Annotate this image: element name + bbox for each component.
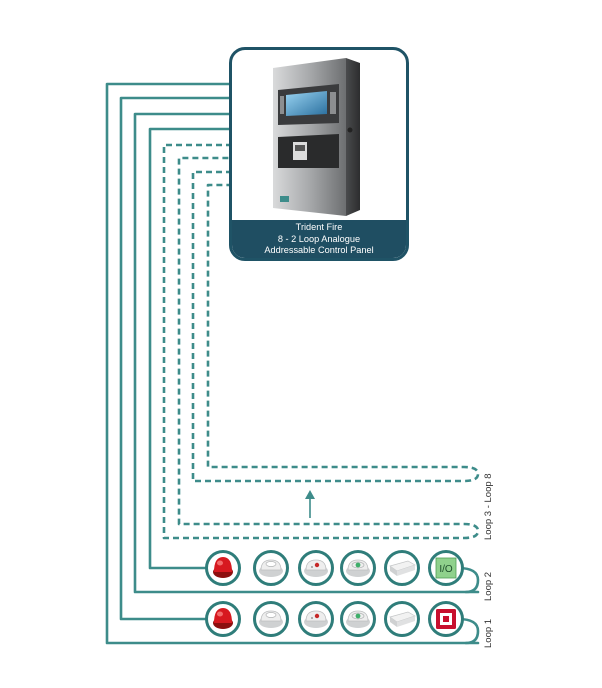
- fire-control-panel-icon: [273, 58, 360, 216]
- loop-2-end-link: [456, 566, 480, 594]
- loop-3-8-inner-wire: [191, 170, 480, 483]
- loop-2-out-wire: [133, 112, 480, 594]
- svg-text:I/O: I/O: [439, 564, 453, 575]
- loop-label-loop-2: Loop 2: [483, 571, 494, 601]
- loop-label-loop-3-8: Loop 3 - Loop 8: [483, 473, 494, 540]
- interface-module-icon: [384, 550, 420, 586]
- smoke-detector-icon: [298, 601, 334, 637]
- io-module-icon: I/O: [428, 550, 464, 586]
- interface-module-icon: [384, 601, 420, 637]
- manual-call-point-icon: [428, 601, 464, 637]
- panel-caption: Trident Fire 8 - 2 Loop Analogue Address…: [232, 220, 406, 258]
- panel-caption-line: Trident Fire: [295, 222, 343, 232]
- loop-2-return-wire: [148, 127, 234, 570]
- loop-1-out-wire: [105, 82, 480, 645]
- smoke-detector-icon: [298, 550, 334, 586]
- multi-sensor-detector-icon: [340, 601, 376, 637]
- panel-caption-line: Addressable Control Panel: [264, 245, 374, 255]
- panel-caption-line: 8 - 2 Loop Analogue: [277, 233, 361, 244]
- loop-3-8-outer-wire: [162, 143, 480, 540]
- control-panel-card: Trident Fire 8 - 2 Loop Analogue Address…: [229, 47, 409, 261]
- loop-label-loop-1: Loop 1: [483, 618, 494, 648]
- sounder-beacon-icon: [205, 550, 241, 586]
- loop-1-return-wire: [119, 96, 234, 621]
- expansion-arrow: [305, 490, 315, 518]
- heat-detector-icon: [253, 601, 289, 637]
- multi-sensor-detector-icon: [340, 550, 376, 586]
- sounder-beacon-icon: [205, 601, 241, 637]
- heat-detector-icon: [253, 550, 289, 586]
- loop-1-end-link: [456, 617, 480, 645]
